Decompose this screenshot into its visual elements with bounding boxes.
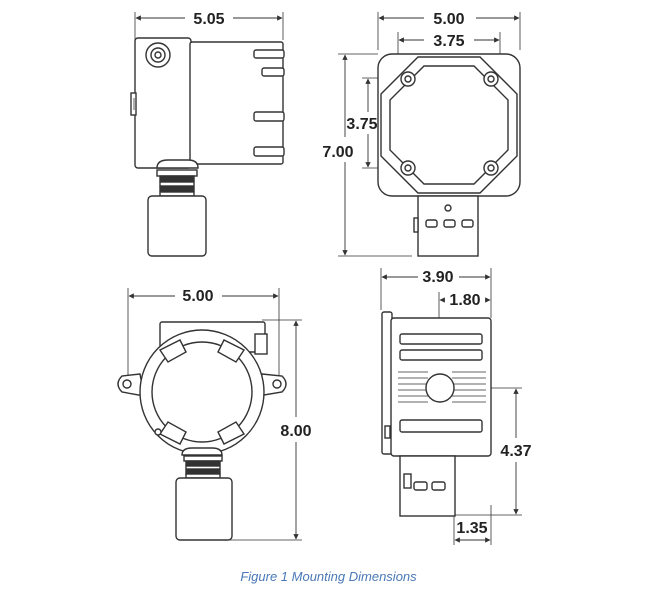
dim-front-hole-width: 3.75 <box>433 33 464 50</box>
front-view-top-right: 5.00 3.75 7.00 3.75 <box>322 11 521 257</box>
front-view-bottom-left: 5.00 8.00 <box>117 288 312 541</box>
dim-front-overall-height: 7.00 <box>322 144 353 161</box>
figure-caption: Figure 1 Mounting Dimensions <box>240 569 417 584</box>
mounting-dimensions-drawing: 5.05 5.00 3.75 7.00 <box>117 11 532 545</box>
dim-front-hole-height: 3.75 <box>346 116 377 133</box>
dim-side-width: 5.05 <box>193 11 224 28</box>
dim-side-depth: 3.90 <box>422 269 453 286</box>
dim-side-center-offset: 1.80 <box>449 292 480 309</box>
side-view-bottom-right: 3.90 1.80 4.37 1.35 <box>380 268 532 545</box>
dim-side-bottom-offset: 1.35 <box>456 520 487 537</box>
dim-front-bottom-height: 8.00 <box>280 423 311 440</box>
dim-front-bottom-width: 5.00 <box>182 288 213 305</box>
side-view-top-left: 5.05 <box>130 11 285 257</box>
dim-side-hole-height: 4.37 <box>500 443 531 460</box>
dim-front-outer-width: 5.00 <box>433 11 464 28</box>
